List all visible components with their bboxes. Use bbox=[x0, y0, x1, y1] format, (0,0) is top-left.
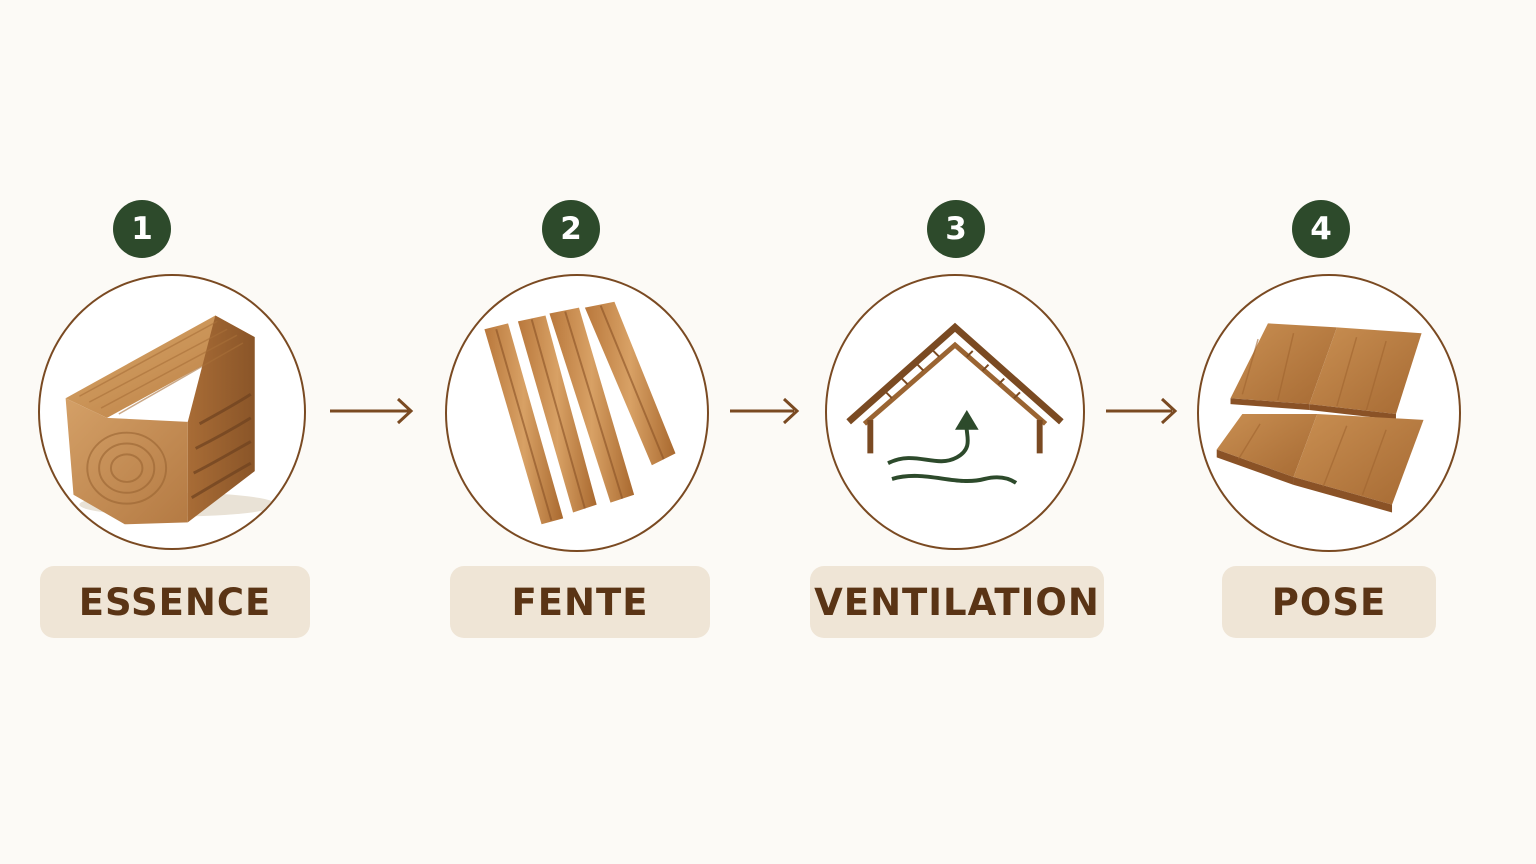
step-number-badge: 2 bbox=[542, 200, 600, 258]
step-label: VENTILATION bbox=[810, 566, 1104, 638]
step-number-badge: 3 bbox=[927, 200, 985, 258]
step-label: ESSENCE bbox=[40, 566, 310, 638]
wood-log-icon bbox=[65, 315, 277, 525]
laid-shingles-icon bbox=[1216, 323, 1424, 513]
step-label: POSE bbox=[1222, 566, 1436, 638]
step-circle bbox=[445, 274, 709, 552]
step-label: FENTE bbox=[450, 566, 710, 638]
arrow-right-icon bbox=[730, 397, 800, 425]
step-circle bbox=[1197, 274, 1461, 552]
split-wood-slats-icon bbox=[484, 301, 676, 525]
arrow-right-icon bbox=[330, 397, 414, 425]
step-number-badge: 1 bbox=[113, 200, 171, 258]
step-number-badge: 4 bbox=[1292, 200, 1350, 258]
arrow-right-icon bbox=[1106, 397, 1178, 425]
step-circle bbox=[825, 274, 1085, 550]
step-circle bbox=[38, 274, 306, 550]
ventilated-roof-icon bbox=[846, 322, 1064, 485]
